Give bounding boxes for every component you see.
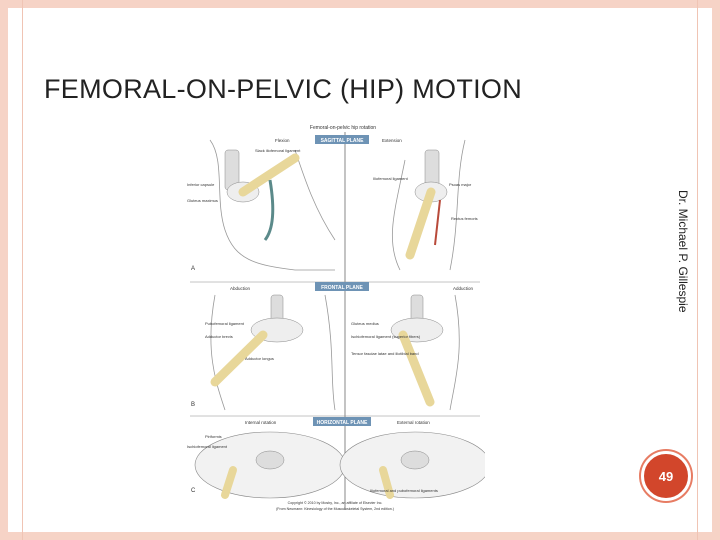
hip-motion-figure: Femoral-on-pelvic hip rotation SAGITTAL … bbox=[185, 120, 485, 520]
panel-b-right-femur bbox=[403, 335, 430, 402]
label-ischiofemoral: Ischiofemoral ligament bbox=[187, 444, 228, 449]
label-internal-rotation: Internal rotation bbox=[245, 420, 277, 425]
panel-a-right-rectus bbox=[435, 200, 440, 245]
panel-b-left-inner-outline bbox=[325, 295, 335, 410]
right-border-line bbox=[697, 0, 698, 540]
label-flexion: Flexion bbox=[275, 138, 290, 143]
horizontal-plane-label: HORIZONTAL PLANE bbox=[317, 420, 368, 426]
label-slack-ligament: Slack iliofemoral ligament bbox=[255, 148, 301, 153]
label-adduction: Adduction bbox=[453, 286, 474, 291]
label-extension: Extension bbox=[382, 138, 402, 143]
panel-a-left-muscle bbox=[265, 180, 273, 240]
panel-a-letter: A bbox=[191, 266, 195, 272]
label-ischiofemoral-superior: Ischiofemoral ligament (superior fibers) bbox=[351, 334, 421, 339]
panel-c-right-vertebra bbox=[401, 451, 429, 469]
label-piriformis: Piriformis bbox=[205, 434, 222, 439]
label-adductor-longus: Adductor longus bbox=[245, 356, 274, 361]
panel-b-right-body-outline bbox=[450, 295, 459, 410]
label-pubofemoral: Pubofemoral ligament bbox=[205, 321, 245, 326]
panel-b-letter: B bbox=[191, 402, 195, 408]
panel-b-left-body-outline bbox=[211, 295, 225, 410]
label-external-rotation: External rotation bbox=[397, 420, 430, 425]
page-number-badge: 49 bbox=[641, 451, 691, 501]
label-abduction: Abduction bbox=[230, 286, 251, 291]
label-iliofemoral-ligament: Iliofemoral ligament bbox=[373, 176, 409, 181]
copyright-line-1: Copyright © 2010 by Mosby, Inc., an affi… bbox=[288, 501, 383, 505]
label-inferior-capsule: Inferior capsule bbox=[187, 182, 215, 187]
copyright-line-2: (From Neumann: Kinesiology of the Muscul… bbox=[276, 507, 394, 511]
panel-a-right-femur bbox=[410, 192, 431, 255]
label-adductor-brevis: Adductor brevis bbox=[205, 334, 233, 339]
panel-a-right-body-outline bbox=[450, 140, 465, 270]
label-psoas-major: Psoas major bbox=[449, 182, 472, 187]
label-iliofemoral-pubofemoral: Iliofemoral and pubofemoral ligaments bbox=[370, 488, 438, 493]
panel-c-letter: C bbox=[191, 488, 196, 494]
author-label: Dr. Michael P. Gillespie bbox=[676, 190, 690, 313]
label-gluteus-medius: Gluteus medius bbox=[351, 321, 379, 326]
left-border-line bbox=[22, 0, 23, 540]
label-gluteus-maximus: Gluteus maximus bbox=[187, 198, 218, 203]
frontal-plane-label: FRONTAL PLANE bbox=[321, 285, 363, 291]
sagittal-plane-label: SAGITTAL PLANE bbox=[321, 138, 365, 144]
panel-a-left-femur bbox=[243, 158, 295, 192]
figure-heading: Femoral-on-pelvic hip rotation bbox=[310, 125, 376, 131]
panel-c-left-vertebra bbox=[256, 451, 284, 469]
slide-title: FEMORAL-ON-PELVIC (HIP) MOTION bbox=[44, 74, 522, 105]
label-tensor-fasciae: Tensor fasciae latae and iliotibial band bbox=[351, 351, 419, 356]
panel-a-left-leg-outline bbox=[295, 150, 335, 240]
label-rectus-femoris: Rectus femoris bbox=[451, 216, 478, 221]
